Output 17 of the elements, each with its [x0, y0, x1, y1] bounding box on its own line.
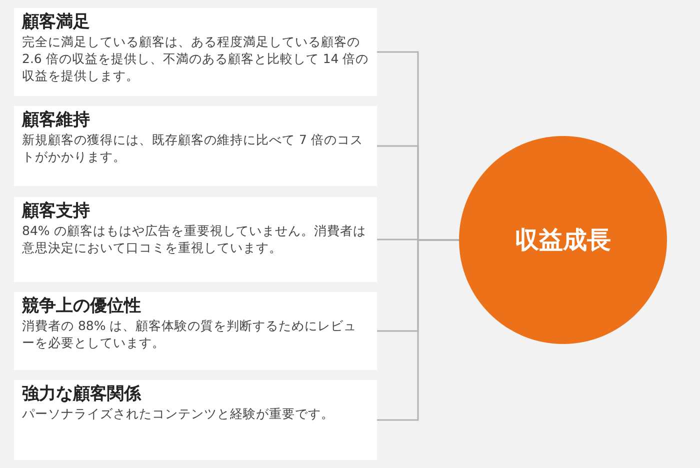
text-card — [14, 292, 377, 370]
card-description: パーソナライズされたコンテンツと経験が重要です。 — [22, 405, 335, 422]
text-card — [14, 8, 377, 96]
text-card — [14, 380, 377, 460]
card-description: 完全に満足している顧客は、ある程度満足している顧客の 2.6 倍の収益を提供し、不満のある顧客と比較して 14 倍の収益を提供します。 — [22, 33, 369, 84]
card-heading: 強力な顧客関係 — [22, 383, 142, 405]
card-heading: 競争上の優位性 — [22, 295, 142, 317]
text-card — [14, 106, 377, 186]
card-description: 新規顧客の獲得には、既存顧客の維持に比べて 7 倍のコストがかかります。 — [22, 131, 364, 165]
card-heading: 顧客維持 — [22, 109, 91, 131]
connector-line — [377, 239, 459, 421]
card-description: 消費者の 88% は、顧客体験の質を判断するためにレビューを必要としています。 — [22, 317, 358, 351]
text-card — [14, 197, 377, 282]
card-heading: 顧客支持 — [22, 200, 91, 222]
card-description: 84% の顧客はもはや広告を重要視していません。消費者は意思決定において口コミを重視しています。 — [22, 222, 367, 256]
circle-label: 収益成長 — [515, 225, 611, 256]
card-heading: 顧客満足 — [22, 11, 91, 33]
